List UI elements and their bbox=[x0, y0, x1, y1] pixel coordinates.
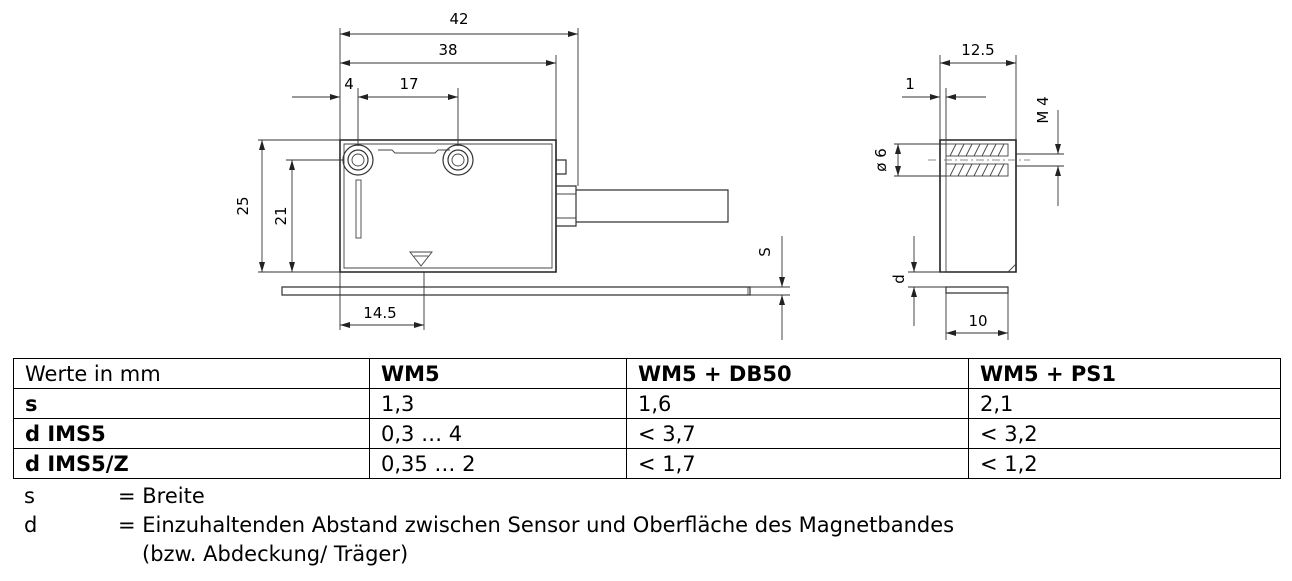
dim-hole-height: 21 bbox=[272, 206, 290, 225]
table-row-label: d IMS5/Z bbox=[13, 448, 370, 479]
side-body-outline bbox=[939, 139, 1017, 273]
table-cell: < 3,2 bbox=[968, 418, 1281, 449]
table-header-cell: Werte in mm bbox=[13, 358, 370, 389]
table-cell: < 3,7 bbox=[626, 418, 969, 449]
dim-hole-spacing: 17 bbox=[399, 75, 418, 93]
table-cell: 0,3 … 4 bbox=[369, 418, 627, 449]
cable bbox=[556, 185, 577, 227]
table-cell: 1,6 bbox=[626, 388, 969, 419]
legend-text-continued: (bzw. Abdeckung/ Träger) bbox=[142, 542, 409, 566]
table-header-row: Werte in mm WM5 WM5 + DB50 WM5 + PS1 bbox=[13, 358, 1281, 389]
legend-symbol: d bbox=[24, 513, 38, 537]
dim-height: 25 bbox=[234, 196, 252, 215]
dim-overall-length: 42 bbox=[449, 10, 468, 28]
dim-tape-length: 10 bbox=[968, 312, 987, 330]
threaded-bore bbox=[928, 143, 1030, 177]
dim-side-step: 1 bbox=[905, 75, 915, 93]
table-cell: < 1,2 bbox=[968, 448, 1281, 479]
table-cell: < 1,7 bbox=[626, 448, 969, 479]
table-row: d IMS5 0,3 … 4 < 3,7 < 3,2 bbox=[13, 418, 1281, 449]
table-row: d IMS5/Z 0,35 … 2 < 1,7 < 1,2 bbox=[13, 448, 1281, 479]
dim-body-length: 38 bbox=[438, 41, 457, 59]
dim-bore-diameter: ø 6 bbox=[872, 148, 890, 172]
dim-side-width: 12.5 bbox=[961, 41, 994, 59]
spec-table: Werte in mm WM5 WM5 + DB50 WM5 + PS1 s 1… bbox=[13, 358, 1281, 479]
sensor-slot bbox=[355, 179, 362, 239]
legend-text: = Einzuhaltenden Abstand zwischen Sensor… bbox=[118, 513, 955, 537]
technical-drawing: 42 38 4 17 25 21 14.5 S bbox=[234, 10, 1064, 340]
legend-text: = Breite bbox=[118, 484, 205, 508]
table-cell: 2,1 bbox=[968, 388, 1281, 419]
side-tape bbox=[945, 286, 1009, 294]
legend-symbol: s bbox=[24, 484, 35, 508]
dim-sensor-offset: 14.5 bbox=[363, 304, 396, 322]
table-header-cell: WM5 bbox=[369, 358, 627, 389]
dim-gap: d bbox=[890, 274, 908, 284]
side-view: 12.5 1 ø 6 M 4 d 10 bbox=[872, 41, 1064, 340]
front-view: 42 38 4 17 25 21 14.5 S bbox=[234, 10, 790, 340]
table-header-cell: WM5 + DB50 bbox=[626, 358, 969, 389]
table-cell: 1,3 bbox=[369, 388, 627, 419]
table-row-label: d IMS5 bbox=[13, 418, 370, 449]
sensor-position-mark bbox=[409, 251, 433, 267]
table-row-label: s bbox=[13, 388, 370, 419]
table-cell: 0,35 … 2 bbox=[369, 448, 627, 479]
dim-thread: M 4 bbox=[1034, 96, 1052, 123]
mounting-hole-left bbox=[342, 144, 374, 176]
magnetic-tape bbox=[281, 286, 751, 296]
mounting-hole-right bbox=[442, 144, 474, 176]
table-row: s 1,3 1,6 2,1 bbox=[13, 388, 1281, 419]
dim-tape-width: S bbox=[756, 247, 774, 257]
table-header-cell: WM5 + PS1 bbox=[968, 358, 1281, 389]
dim-edge-to-hole: 4 bbox=[344, 75, 354, 93]
